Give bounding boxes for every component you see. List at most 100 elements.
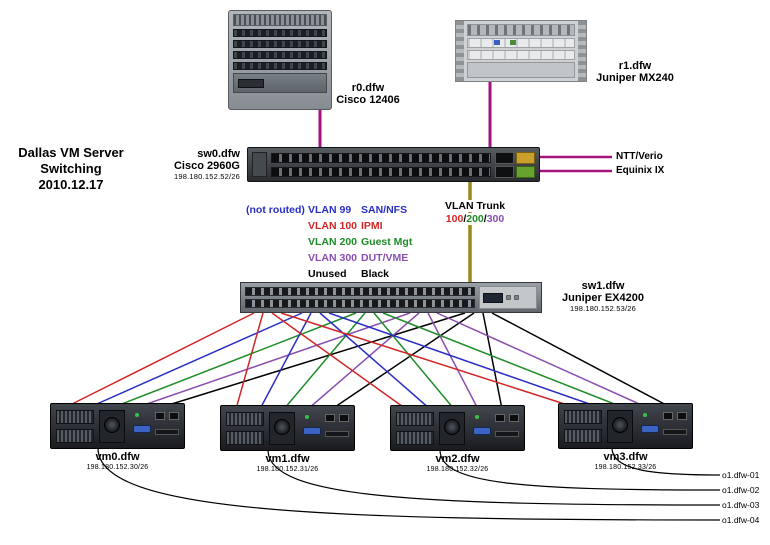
- legend-use: DUT/VME: [361, 252, 409, 264]
- legend-vlan: VLAN 200: [308, 236, 358, 248]
- chassis-slot: [233, 29, 327, 37]
- switch-sw1-model: Juniper EX4200: [562, 292, 644, 304]
- trunk-vlan100: 100: [445, 213, 464, 225]
- chassis-slot: [233, 40, 327, 48]
- switch-sw0-name: sw0.dfw: [197, 148, 240, 160]
- uplink-port: [495, 165, 514, 178]
- switch-port-rows: [271, 152, 491, 178]
- uplink-equinix-ix-label: Equinix IX: [616, 165, 665, 176]
- server-vm2-device: [390, 405, 525, 451]
- external-link-label-03: o1.dfw-03: [722, 500, 760, 510]
- mx240-card-row: [467, 62, 575, 78]
- switch-sw1-ip: 198.180.152.53/26: [570, 304, 636, 313]
- uplink-port: [516, 165, 535, 178]
- usb-ports: [663, 429, 687, 435]
- trunk-separator: /: [463, 213, 467, 225]
- server-vm0-label: vm0.dfw 198.180.152.30/26: [50, 451, 185, 472]
- server-vm1-device: [220, 405, 355, 451]
- legend-vlan: VLAN 300: [308, 252, 358, 264]
- router-r0-name: r0.dfw: [351, 82, 385, 94]
- legend-row-vlan200: VLAN 200 Guest Mgt: [246, 234, 412, 250]
- switch-sw0-model: Cisco 2960G: [173, 160, 240, 172]
- server-vm1-label: vm1.dfw 198.180.152.31/26: [220, 453, 355, 474]
- mx240-modules: [464, 21, 578, 81]
- external-link-label-01: o1.dfw-01: [722, 470, 760, 480]
- vga-port: [133, 425, 151, 433]
- title-line2: Switching: [40, 161, 102, 176]
- vlan-legend: (not routed) VLAN 99 SAN/NFS VLAN 100 IP…: [246, 202, 412, 282]
- legend-row-vlan99: (not routed) VLAN 99 SAN/NFS: [246, 202, 412, 218]
- switch-sw1-label: sw1.dfw Juniper EX4200 198.180.152.53/26: [548, 280, 658, 313]
- legend-row-vlan300: VLAN 300 DUT/VME: [246, 250, 412, 266]
- chassis-slot: [233, 62, 327, 70]
- port-row: [271, 152, 491, 163]
- legend-vlan: VLAN 100: [308, 220, 358, 232]
- server-vm2-name: vm2.dfw: [435, 453, 480, 465]
- port-row: [245, 287, 475, 296]
- nic-port: [663, 412, 673, 420]
- server-vm3-label: vm3.dfw 198.180.152.33/26: [558, 451, 693, 472]
- uplink-port-cluster: [495, 151, 535, 178]
- vent-grille: [396, 412, 434, 426]
- nic-port: [325, 414, 335, 422]
- external-link-label-04: o1.dfw-04: [722, 515, 760, 525]
- port-chip: [510, 40, 516, 45]
- trunk-title: VLAN Trunk: [442, 200, 508, 212]
- vent-grille: [56, 429, 94, 443]
- router-r0-label: r0.dfw Cisco 12406: [328, 82, 408, 106]
- chassis-slot: [233, 51, 327, 59]
- legend-use: SAN/NFS: [361, 204, 408, 216]
- uplink-port: [516, 151, 535, 164]
- vent-grille: [226, 431, 264, 445]
- server-vm1-name: vm1.dfw: [265, 453, 310, 465]
- nic-port: [677, 412, 687, 420]
- switch-sw0-label: sw0.dfw Cisco 2960G 198.180.152.52/26: [118, 148, 240, 181]
- title-line1: Dallas VM Server: [18, 145, 124, 160]
- switch-port-rows: [245, 286, 475, 309]
- chassis-grille: [233, 14, 327, 26]
- router-r0-model: Cisco 12406: [336, 94, 400, 106]
- nic-port: [495, 414, 505, 422]
- fan: [104, 417, 120, 433]
- vga-port: [303, 427, 321, 435]
- router-r1-juniper-mx240-device: [455, 20, 587, 82]
- chassis-display: [238, 78, 264, 88]
- server-vm0-name: vm0.dfw: [95, 451, 140, 463]
- diagram-title: Dallas VM Server Switching 2010.12.17: [4, 145, 138, 193]
- vent-grille: [564, 429, 602, 443]
- vent-grille: [564, 410, 602, 424]
- legend-vlan: VLAN 99: [308, 204, 352, 216]
- usb-ports: [495, 431, 519, 437]
- switch-button: [514, 295, 519, 300]
- router-r0-cisco-12406-device: [228, 10, 332, 110]
- status-led: [643, 413, 647, 417]
- switch-lcd: [483, 292, 503, 303]
- fan: [612, 417, 628, 433]
- fan: [274, 419, 290, 435]
- status-led: [475, 415, 479, 419]
- chassis-base: [233, 73, 327, 93]
- server-vm0-ip: 198.180.152.30/26: [86, 464, 149, 471]
- nic-port: [339, 414, 349, 422]
- uplink-ntt-verio-label: NTT/Verio: [616, 151, 663, 162]
- server-vm3-name: vm3.dfw: [603, 451, 648, 463]
- router-r1-label: r1.dfw Juniper MX240: [585, 60, 685, 84]
- switch-button: [506, 295, 511, 300]
- status-led: [135, 413, 139, 417]
- legend-use: Guest Mgt: [361, 236, 413, 248]
- switch-sw0-ip: 198.180.152.52/26: [174, 172, 240, 181]
- server-vm3-ip: 198.180.152.33/26: [594, 464, 657, 471]
- switch-sw0-cisco-2960g-device: [247, 147, 540, 182]
- mx240-card-row: [467, 24, 575, 36]
- trunk-vlan300: 300: [486, 213, 505, 225]
- mx240-card-row: [467, 38, 575, 48]
- trunk-separator: /: [483, 213, 487, 225]
- vga-port: [473, 427, 491, 435]
- vga-port: [641, 425, 659, 433]
- fan: [444, 419, 460, 435]
- server-vm2-ip: 198.180.152.32/26: [426, 466, 489, 473]
- server-vm1-ip: 198.180.152.31/26: [256, 466, 319, 473]
- status-led: [305, 415, 309, 419]
- nic-port: [155, 412, 165, 420]
